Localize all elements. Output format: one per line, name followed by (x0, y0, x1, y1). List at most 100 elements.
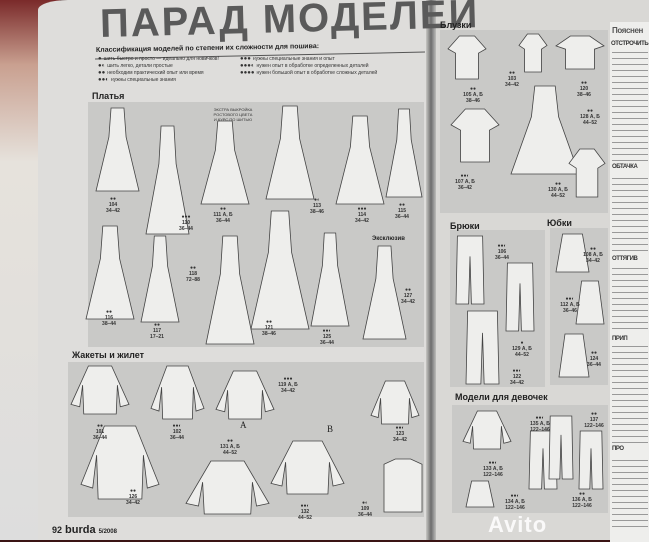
difficulty-dots: ●● (589, 246, 597, 252)
text-line (612, 472, 648, 473)
garment-sketch-skirt (465, 480, 495, 508)
page-number: 92 (52, 525, 63, 535)
garment-outline (575, 280, 605, 325)
garment-outline (385, 108, 423, 198)
text-line (612, 328, 648, 329)
difficulty-dots: ●● (586, 108, 594, 114)
garment-outline (578, 430, 604, 490)
garment-sketch-dress (85, 225, 135, 320)
term-4: ПРИП (612, 336, 628, 342)
model-sizes: 34–42 (126, 500, 140, 506)
model-sizes: 122–146 (483, 472, 503, 478)
model-sizes: 36–44 (395, 214, 409, 220)
garment-sketch-top (568, 148, 606, 198)
legend-text: нужен опыт в обработке определенных дета… (256, 63, 369, 69)
text-line (612, 82, 648, 83)
model-number: 129 А, Б (512, 346, 532, 352)
text-line (612, 442, 648, 443)
garment-outline (215, 370, 275, 420)
text-line (612, 508, 648, 509)
garment-outline (95, 107, 140, 192)
model-sizes: 36–42 (458, 185, 472, 191)
difficulty-dots: ●● (578, 491, 586, 497)
garment-outline (250, 210, 310, 330)
legend-text: нужен большой опыт в обработке сложных д… (256, 70, 378, 76)
text-line (612, 436, 648, 437)
garment-outline (465, 480, 495, 508)
garment-sketch-pants (455, 235, 485, 305)
difficulty-dots: ●● (96, 423, 104, 429)
text-line (612, 64, 648, 65)
garment-sketch-jacket (80, 425, 160, 500)
difficulty-dots: ●●◐ (497, 243, 507, 249)
model-sizes: 36–44 (495, 255, 509, 261)
avito-watermark: Avito (488, 512, 548, 537)
garment-sketch-skirt (575, 280, 605, 325)
difficulty-dots: ●●●● (240, 70, 255, 76)
garment-outline (450, 108, 500, 163)
text-line (612, 400, 648, 401)
text-line (612, 250, 648, 251)
model-sizes: 122–146 (530, 427, 550, 433)
model-number: 117 (152, 328, 162, 334)
model-sizes: 44–52 (583, 120, 597, 126)
model-sizes: 36–44 (216, 218, 230, 224)
difficulty-dots: ●● (469, 86, 477, 92)
text-line (612, 502, 648, 503)
model-sizes: 44–52 (298, 515, 312, 521)
model-sizes: 38–46 (577, 92, 591, 98)
model-sizes: 44–52 (551, 193, 565, 199)
text-line (612, 310, 648, 311)
model-sizes: 122–146 (584, 423, 604, 429)
difficulty-dots: ●● (153, 322, 161, 328)
garment-sketch-jacket (462, 410, 512, 450)
text-line (612, 52, 648, 53)
model-number: 128 А, Б (580, 114, 600, 120)
page-gutter (426, 0, 436, 540)
text-line (612, 478, 648, 479)
text-line (612, 208, 648, 209)
model-number: 106 (497, 249, 507, 255)
section-title-blouses: Блузки (440, 20, 472, 30)
model-number: 105 А, Б (463, 92, 483, 98)
section-title-jackets: Жакеты и жилет (72, 350, 145, 360)
garment-sketch-dress (310, 232, 350, 327)
model-number: 135 А, Б (530, 421, 550, 427)
text-line (612, 364, 648, 365)
text-line (612, 358, 648, 359)
garment-outline (70, 365, 130, 415)
model-number: 133 А, Б (483, 466, 503, 472)
garment-sketch-dress (95, 107, 140, 192)
garment-outline (518, 33, 548, 73)
legend-item: ●●●нужны специальные знания и опыт (240, 56, 335, 62)
garment-sketch-top (555, 35, 605, 70)
model-sizes: 44–52 (223, 450, 237, 456)
model-number: 116 (104, 315, 114, 321)
model-sizes: 38–46 (466, 98, 480, 104)
difficulty-dots: ●● (590, 350, 598, 356)
garment-outline (370, 380, 420, 425)
model-sizes: 38–46 (262, 331, 276, 337)
model-number: 112 А, Б (560, 302, 580, 308)
difficulty-dots: ●● (404, 287, 412, 293)
difficulty-dots: ●●◐ (512, 368, 522, 374)
variant-b-label: B (327, 424, 334, 434)
difficulty-dots: ●● (189, 265, 197, 271)
brand-logo: burda (65, 524, 96, 536)
